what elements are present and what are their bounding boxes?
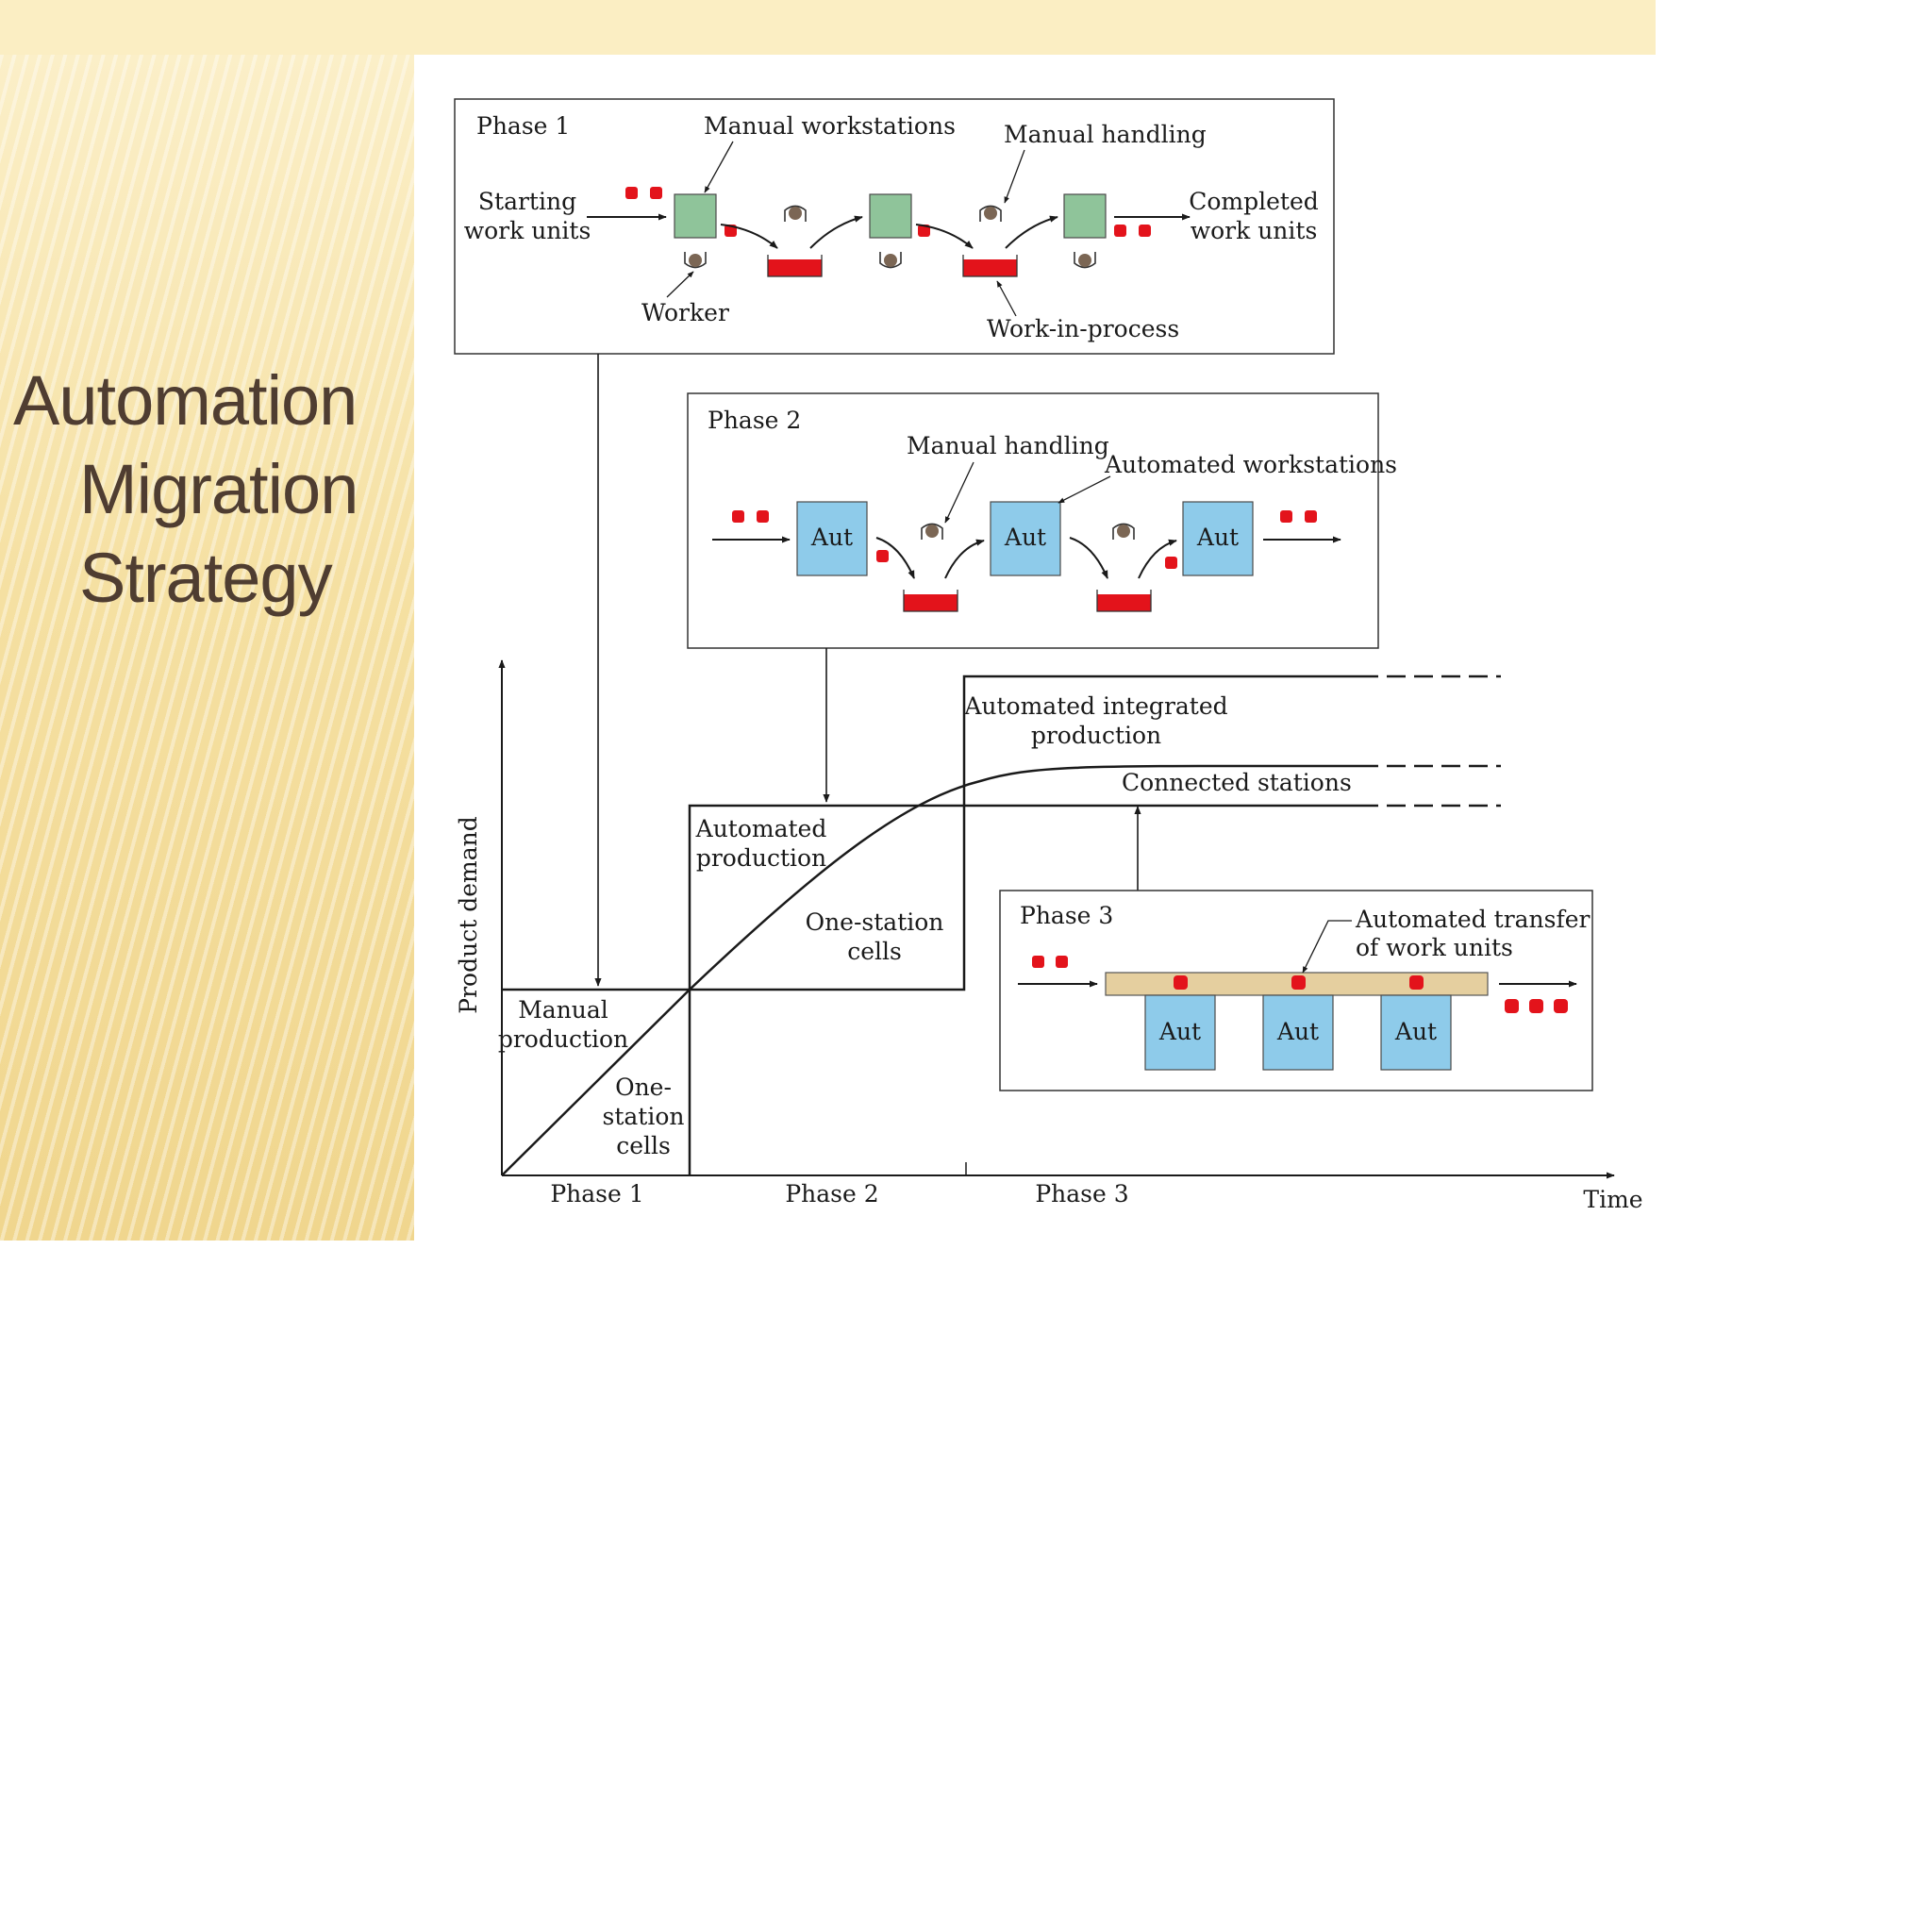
work-unit (1114, 225, 1126, 237)
automated-workstation (990, 501, 1061, 576)
title-line-3: Strategy (79, 539, 333, 617)
work-unit (1291, 975, 1306, 990)
work-unit (757, 510, 769, 523)
title-line-1: Automation (13, 361, 358, 440)
integrated-production-label: Automated integrated (963, 692, 1227, 720)
integrated-production-line (962, 675, 1359, 806)
x-phase-1-label: Phase 1 (550, 1180, 643, 1208)
wip-bin (962, 255, 1018, 277)
aut-label: Aut (810, 524, 853, 551)
work-unit (650, 187, 662, 199)
wip-bin (903, 590, 958, 612)
aut-label: Aut (1394, 1018, 1437, 1045)
phase3-label: Phase 3 (1020, 902, 1113, 929)
aut-label: Aut (1158, 1018, 1201, 1045)
one-station-cells-label-2: station (603, 1103, 685, 1130)
work-unit (1529, 999, 1543, 1013)
phase1-label: Phase 1 (476, 112, 570, 140)
work-unit (876, 550, 889, 562)
phase1-starting-label-2: work units (464, 217, 591, 244)
wip-bin (767, 255, 823, 277)
phase1-panel: Phase 1 Manual workstations Manual handl… (454, 98, 1335, 355)
manual-production-label-2: production (498, 1025, 628, 1053)
one-station-cells-label-b: One-station (806, 908, 944, 936)
phase2-panel: Phase 2 Manual handling Automated workst… (687, 392, 1397, 649)
work-unit (1056, 956, 1068, 968)
x-axis-label: Time (1583, 1186, 1642, 1213)
work-unit (1139, 225, 1151, 237)
migration-diagram: Phase 1 Manual workstations Manual handl… (414, 55, 1656, 1241)
automated-workstation (1380, 994, 1452, 1071)
phase1-wip-label: Work-in-process (987, 315, 1179, 342)
x-phase-2-label: Phase 2 (785, 1180, 878, 1208)
one-station-cells-label-3: cells (616, 1132, 671, 1159)
one-station-cells-label-b-2: cells (847, 938, 902, 965)
automated-workstation (1182, 501, 1254, 576)
slide-title: Automation Migration Strategy (13, 357, 409, 623)
automated-workstation (796, 501, 868, 576)
phase3-panel: Phase 3 Automated transfer of work units… (999, 890, 1593, 1091)
phase1-manual-handling-label: Manual handling (1004, 121, 1207, 148)
aut-label: Aut (1276, 1018, 1319, 1045)
aut-label: Aut (1196, 524, 1239, 551)
work-unit (1305, 510, 1317, 523)
wip-bin (1096, 590, 1152, 612)
y-axis-label: Product demand (455, 816, 482, 1013)
aut-label: Aut (1004, 524, 1046, 551)
integrated-production-label-2: production (1031, 722, 1161, 749)
work-unit (918, 225, 930, 237)
phase1-completed-label: Completed (1189, 188, 1319, 215)
phase1-manual-workstations-label: Manual workstations (704, 112, 956, 140)
x-phase-3-label: Phase 3 (1035, 1180, 1128, 1208)
work-unit (1409, 975, 1424, 990)
top-band (0, 0, 1656, 55)
phase3-transfer-label-2: of work units (1356, 934, 1513, 961)
manual-workstation (674, 193, 717, 239)
one-station-cells-label: One- (615, 1074, 672, 1101)
title-line-2: Migration (79, 450, 358, 528)
phase1-worker-label: Worker (641, 299, 729, 326)
work-unit (732, 510, 744, 523)
automated-production-label: Automated (695, 815, 827, 842)
work-unit (1505, 999, 1519, 1013)
connected-stations-label: Connected stations (1122, 769, 1352, 796)
connected-stations-curve (501, 764, 1360, 1176)
work-unit (625, 187, 638, 199)
automated-workstation (1144, 994, 1216, 1071)
work-unit (1554, 999, 1568, 1013)
manual-workstation (869, 193, 912, 239)
phase1-completed-label-2: work units (1191, 217, 1318, 244)
phase2-label: Phase 2 (708, 407, 801, 434)
work-unit (1174, 975, 1188, 990)
manual-production-label: Manual (518, 996, 608, 1024)
left-panel (0, 55, 414, 1241)
phase2-manual-handling-label: Manual handling (907, 432, 1109, 459)
manual-workstation (1063, 193, 1107, 239)
work-unit (1032, 956, 1044, 968)
work-unit (1165, 557, 1177, 569)
phase2-automated-workstations-label: Automated workstations (1104, 451, 1397, 478)
phase1-starting-label: Starting (478, 188, 576, 215)
automated-production-label-2: production (696, 844, 826, 872)
phase3-transfer-label: Automated transfer (1355, 906, 1591, 933)
work-unit (1280, 510, 1292, 523)
demand-graph: Product demand Time Phase 1 Phase 2 Phas… (455, 354, 1643, 1213)
diagram-svg: Phase 1 Manual workstations Manual handl… (454, 98, 1643, 1213)
automated-workstation (1262, 994, 1334, 1071)
